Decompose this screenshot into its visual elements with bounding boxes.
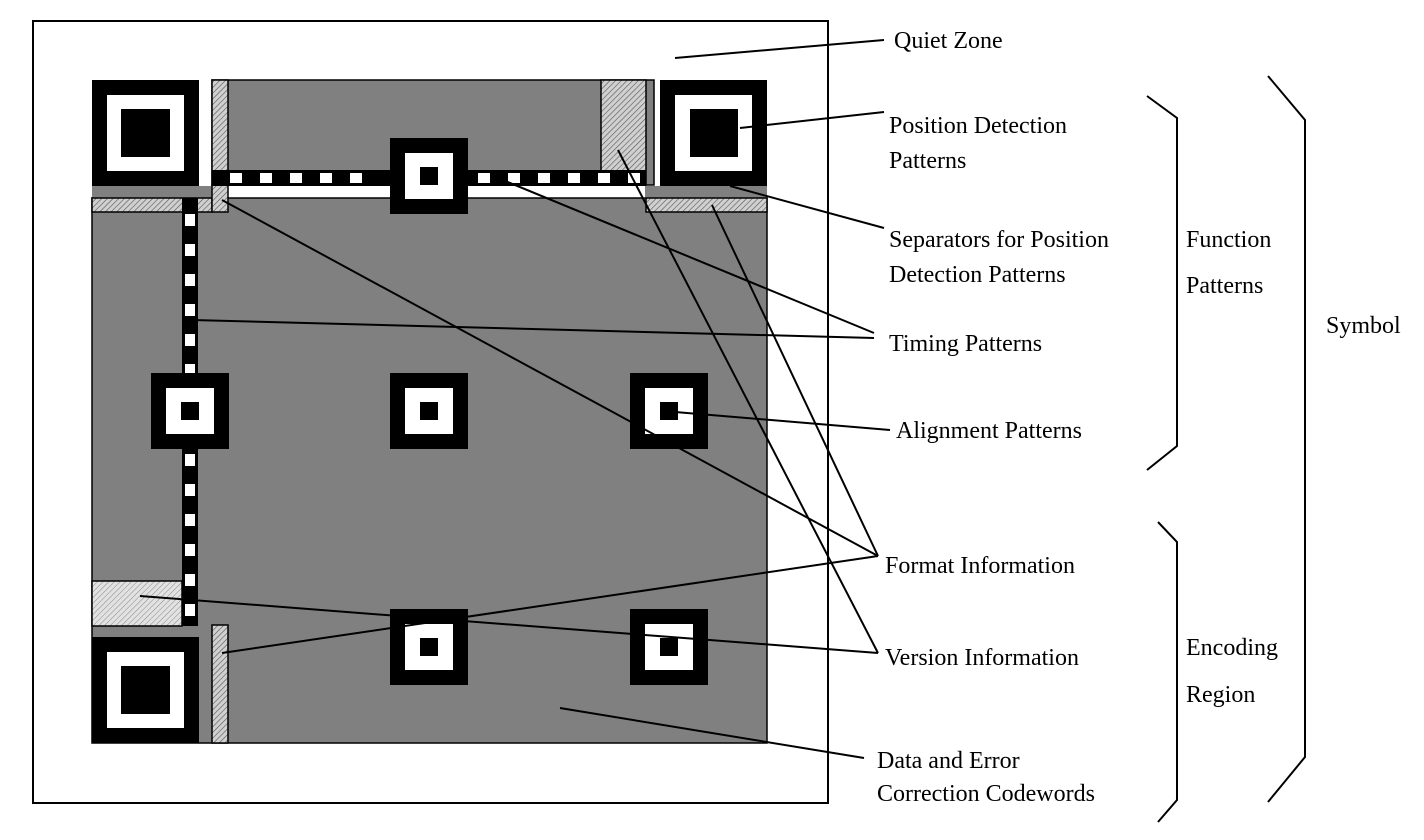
group-function-patterns-line1: Function xyxy=(1186,227,1271,253)
label-separators-line1: Separators for Position xyxy=(889,227,1109,253)
alignment-pattern xyxy=(630,373,708,449)
alignment-pattern xyxy=(151,373,229,449)
finder-pattern-bottom-left xyxy=(92,637,199,743)
alignment-pattern xyxy=(630,609,708,685)
label-alignment-patterns: Alignment Patterns xyxy=(896,418,1082,444)
encoding-region-brace xyxy=(1157,521,1178,823)
label-format-information: Format Information xyxy=(885,553,1075,579)
group-symbol: Symbol xyxy=(1326,313,1401,339)
group-encoding-region-line2: Region xyxy=(1186,682,1255,708)
symbol-brace xyxy=(1267,75,1306,803)
label-position-detection-line2: Patterns xyxy=(889,148,966,174)
version-info-bottom-left xyxy=(91,580,183,627)
version-info-top-right xyxy=(600,79,647,186)
finder-pattern-top-left xyxy=(92,80,199,186)
group-encoding-region-line1: Encoding xyxy=(1186,635,1278,661)
label-version-information: Version Information xyxy=(885,645,1079,671)
label-quiet-zone: Quiet Zone xyxy=(894,28,1003,54)
finder-pattern-top-right xyxy=(660,80,767,186)
alignment-pattern xyxy=(390,138,468,214)
label-data-ecc-line1: Data and Error xyxy=(877,748,1020,774)
label-timing-patterns: Timing Patterns xyxy=(889,331,1042,357)
label-position-detection-line1: Position Detection xyxy=(889,113,1067,139)
alignment-pattern xyxy=(390,373,468,449)
group-brackets xyxy=(1146,75,1306,823)
group-function-patterns-line2: Patterns xyxy=(1186,273,1263,299)
label-data-ecc-line2: Correction Codewords xyxy=(877,781,1095,807)
function-patterns-brace xyxy=(1146,95,1178,471)
leader-lines xyxy=(139,39,891,759)
label-separators-line2: Detection Patterns xyxy=(889,262,1066,288)
